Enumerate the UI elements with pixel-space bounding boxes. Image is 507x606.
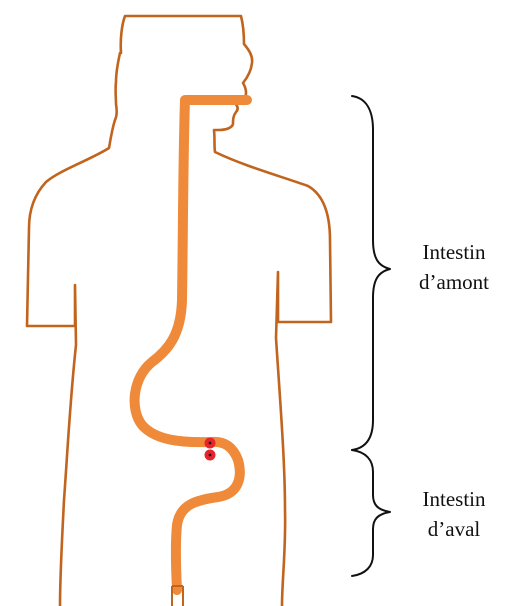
junction-dot-upper: [209, 442, 212, 445]
label-intestin-amont: Intestin d’amont: [404, 237, 504, 297]
label-intestin-aval-line2: d’aval: [404, 514, 504, 544]
brace-upstream: [352, 96, 390, 450]
label-intestin-aval-line1: Intestin: [404, 484, 504, 514]
label-intestin-amont-line1: Intestin: [404, 237, 504, 267]
digestive-tube: [135, 100, 247, 590]
brace-downstream: [352, 450, 390, 576]
label-intestin-amont-line2: d’amont: [404, 267, 504, 297]
junction-dot-lower: [209, 454, 212, 457]
label-intestin-aval: Intestin d’aval: [404, 484, 504, 544]
